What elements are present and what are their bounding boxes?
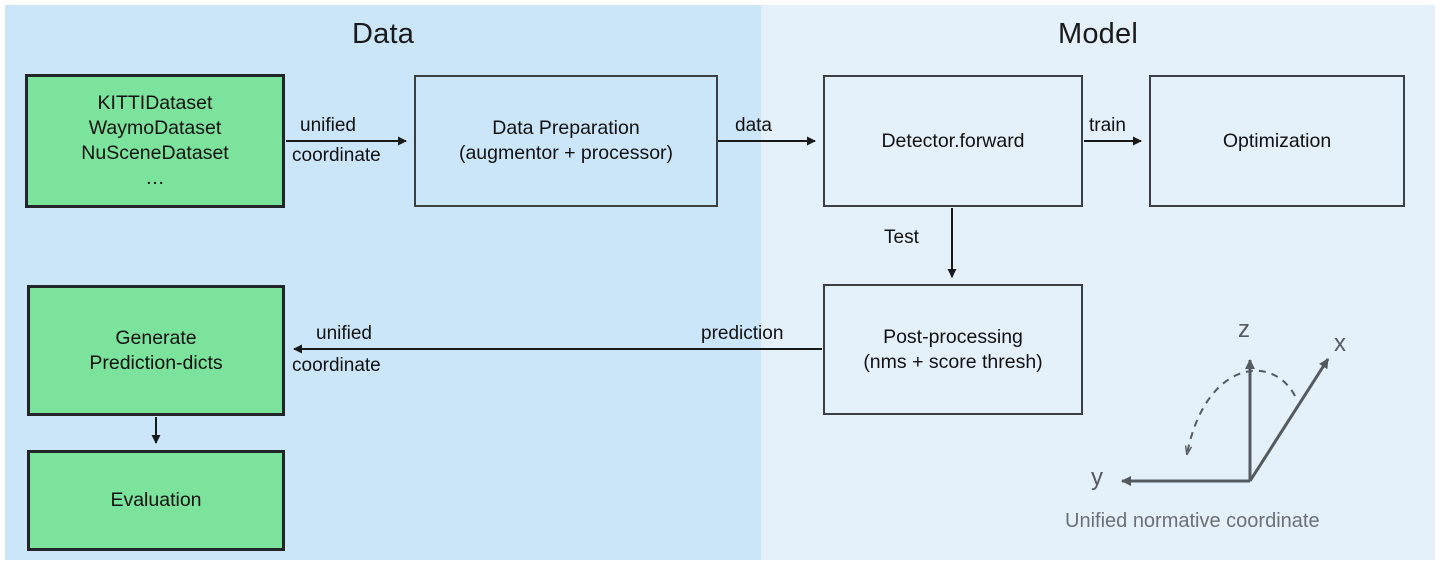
axis-label-x: x	[1334, 330, 1346, 357]
edge-label-unified-bottom: unified	[316, 323, 372, 344]
edge-label-coordinate-bottom: coordinate	[292, 355, 381, 376]
node-evaluation[interactable]: Evaluation	[27, 450, 285, 551]
edge-label-unified-top: unified	[300, 115, 356, 136]
data-panel-title: Data	[351, 18, 415, 50]
edge-label-coordinate-top: coordinate	[292, 145, 381, 166]
axis-label-z: z	[1238, 316, 1250, 343]
model-panel-title: Model	[1058, 18, 1138, 50]
axis-label-y: y	[1091, 464, 1103, 491]
node-data-preparation[interactable]: Data Preparation (augmentor + processor)	[414, 75, 718, 207]
node-datasets[interactable]: KITTIDataset WaymoDataset NuSceneDataset…	[25, 74, 285, 208]
node-post-processing[interactable]: Post-processing (nms + score thresh)	[823, 284, 1083, 415]
node-detector-forward[interactable]: Detector.forward	[823, 75, 1083, 207]
node-optimization[interactable]: Optimization	[1149, 75, 1405, 207]
node-generate-prediction-dicts[interactable]: Generate Prediction-dicts	[27, 285, 285, 416]
edge-label-data: data	[735, 115, 772, 136]
edge-label-test: Test	[884, 227, 919, 248]
edge-label-prediction: prediction	[701, 323, 784, 344]
edge-label-train: train	[1089, 115, 1126, 136]
coordinate-caption: Unified normative coordinate	[1065, 510, 1320, 532]
